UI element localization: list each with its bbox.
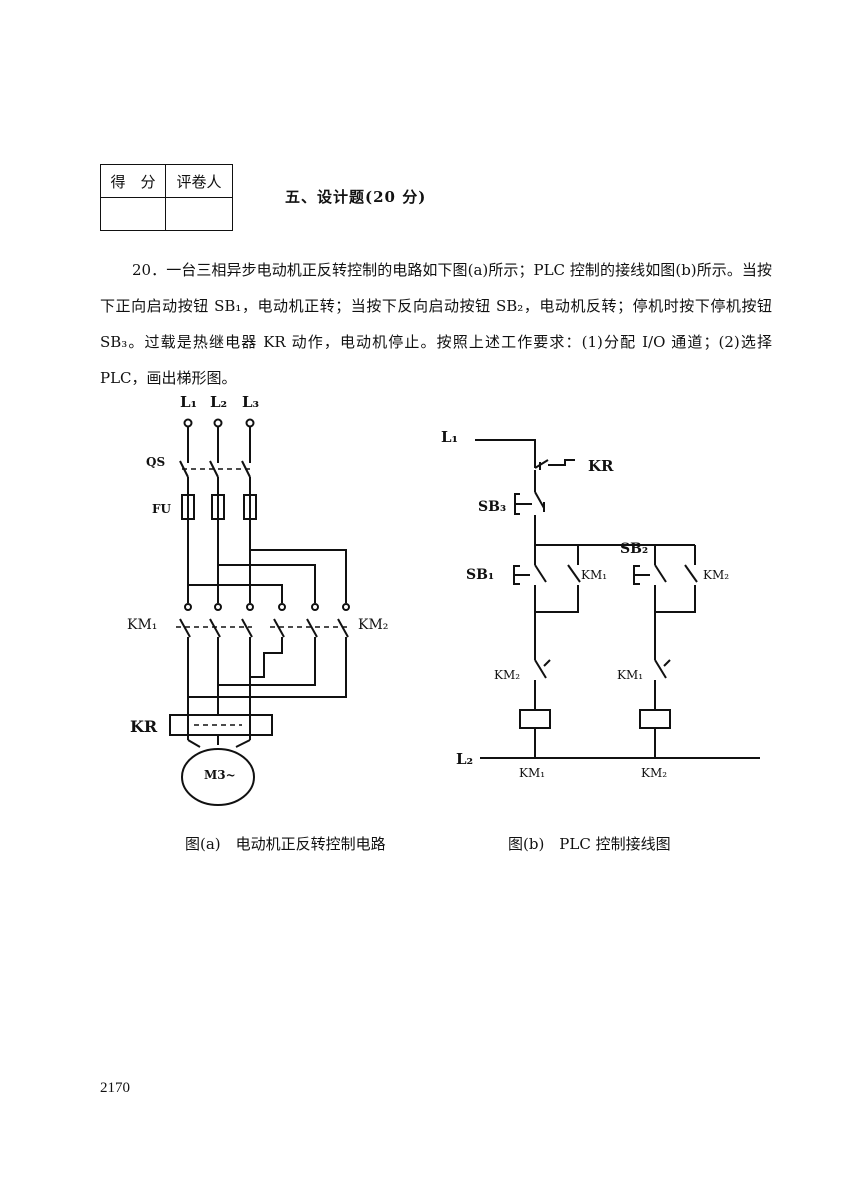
fig-b-l2: L₂: [456, 750, 474, 768]
fig-b-l1: L₁: [441, 428, 459, 446]
score-table: 得 分 评卷人: [100, 164, 233, 231]
fig-b-km2-coil: KM₂: [641, 766, 668, 780]
fig-a-kr: KR: [130, 717, 158, 736]
section-title: 五、设计题(20 分): [285, 188, 427, 206]
page-number: 2170: [100, 1080, 130, 1096]
fig-a-fu: FU: [152, 502, 171, 516]
fig-b-sb3: SB₃: [478, 499, 507, 515]
figure-a-caption: 图(a) 电动机正反转控制电路: [185, 835, 386, 853]
fig-a-l2: L₂: [210, 393, 228, 411]
score-cell[interactable]: [100, 197, 166, 231]
figure-b-caption: 图(b) PLC 控制接线图: [508, 835, 671, 853]
fig-a-qs: QS: [146, 455, 166, 469]
fig-a-km1: KM₁: [127, 617, 158, 633]
question-text: 20．一台三相异步电动机正反转控制的电路如下图(a)所示；PLC 控制的接线如图…: [100, 261, 772, 387]
fig-b-km1-coil: KM₁: [519, 766, 546, 780]
fig-a-l1: L₁: [180, 393, 198, 411]
fig-b-sb2: SB₂: [620, 541, 649, 557]
fig-a-km2: KM₂: [358, 617, 389, 633]
figure-b-circuit: [475, 439, 760, 759]
fig-b-km1-contact: KM₁: [581, 568, 608, 582]
fig-a-motor: M3~: [204, 768, 236, 782]
fig-b-km1-interlock: KM₁: [617, 668, 644, 682]
fig-b-kr: KR: [588, 457, 614, 475]
grader-cell[interactable]: [165, 197, 233, 231]
fig-b-sb1: SB₁: [466, 567, 495, 583]
grader-header: 评卷人: [165, 164, 233, 198]
figure-a-circuit: [169, 418, 350, 806]
fig-b-km2-interlock: KM₂: [494, 668, 521, 682]
fig-a-l3: L₃: [242, 393, 260, 411]
score-header: 得 分: [100, 164, 166, 198]
fig-b-km2-contact: KM₂: [703, 568, 730, 582]
